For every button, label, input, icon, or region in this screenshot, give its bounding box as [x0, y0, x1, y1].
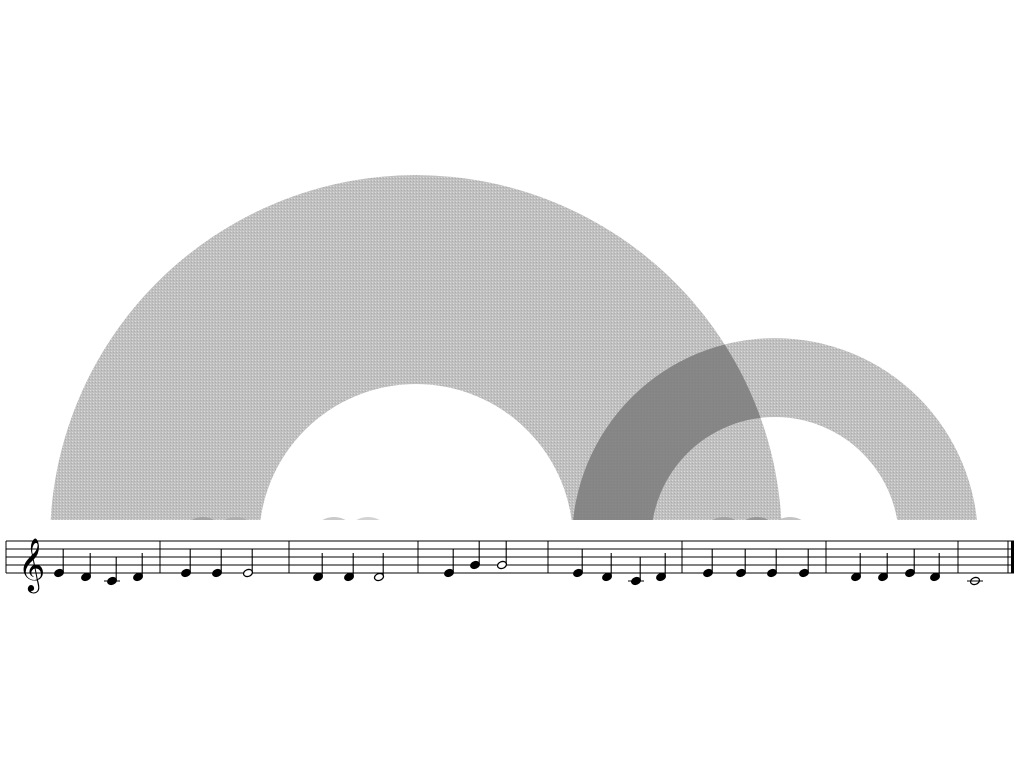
- note-D4-quarter: [313, 553, 323, 582]
- arcs-layer: [50, 175, 978, 541]
- note-C4-quarter: [104, 557, 120, 586]
- notes-layer: [54, 541, 983, 586]
- note-D4-quarter: [133, 553, 143, 582]
- note-E4-quarter: [905, 549, 915, 578]
- final-barline-thick: [1011, 541, 1014, 573]
- treble-clef-icon: 𝄞: [18, 537, 45, 593]
- note-E4-quarter: [573, 549, 583, 578]
- note-D4-quarter: [602, 553, 612, 582]
- music-staff: 𝄞: [0, 520, 1024, 593]
- note-D4-quarter: [851, 553, 861, 582]
- note-E4-quarter: [444, 549, 454, 578]
- note-E4-quarter: [767, 549, 777, 578]
- big-arc: [50, 175, 782, 541]
- note-E4-half: [242, 549, 254, 578]
- note-E4-quarter: [54, 549, 64, 578]
- note-D4-half: [373, 553, 385, 582]
- staff-background: [0, 520, 1024, 590]
- note-G4-half: [496, 541, 508, 570]
- note-D4-quarter: [656, 553, 666, 582]
- note-D4-quarter: [878, 553, 888, 582]
- note-C4-whole: [967, 576, 983, 586]
- note-D4-quarter: [344, 553, 354, 582]
- note-E4-quarter: [736, 549, 746, 578]
- note-G4-quarter: [470, 541, 480, 570]
- note-E4-quarter: [703, 549, 713, 578]
- note-E4-quarter: [799, 549, 809, 578]
- arc-overlap: [572, 338, 782, 541]
- note-E4-quarter: [181, 549, 191, 578]
- note-C4-quarter: [628, 557, 644, 586]
- note-D4-quarter: [81, 553, 91, 582]
- note-D4-quarter: [930, 553, 940, 582]
- note-E4-quarter: [212, 549, 222, 578]
